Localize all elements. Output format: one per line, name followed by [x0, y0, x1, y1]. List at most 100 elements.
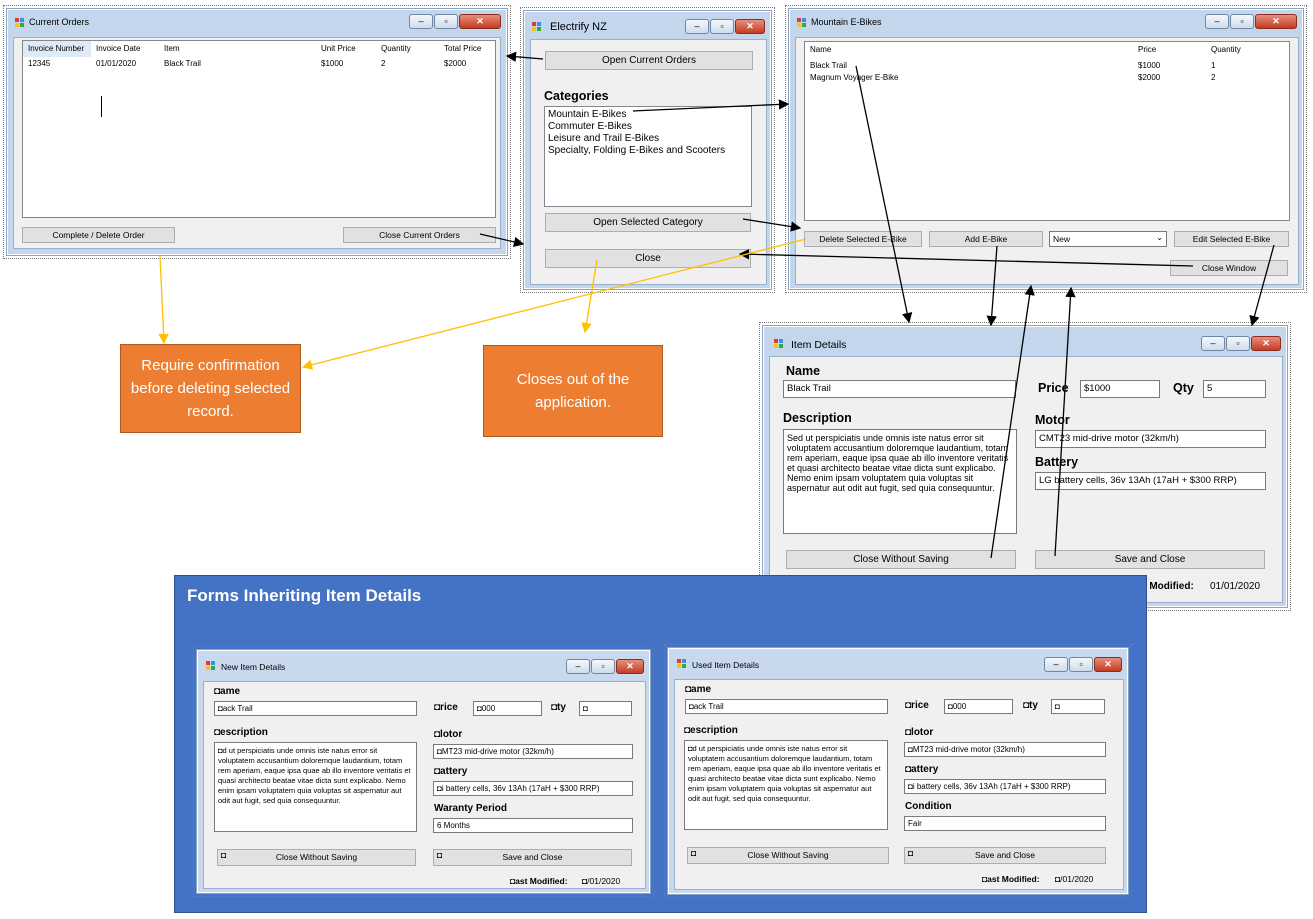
- maximize-button[interactable]: ▫: [591, 659, 615, 674]
- complete-delete-order-button[interactable]: Complete / Delete Order: [22, 227, 175, 243]
- close-window-button[interactable]: ✕: [1094, 657, 1122, 672]
- close-without-saving-button[interactable]: Close Without Saving: [786, 550, 1016, 569]
- close-without-saving-button[interactable]: ◘Close Without Saving: [687, 847, 889, 864]
- close-window-button[interactable]: ✕: [1251, 336, 1281, 351]
- app-icon: [774, 339, 784, 349]
- minimize-button[interactable]: –: [685, 19, 709, 34]
- motor-field[interactable]: ◘MT23 mid-drive motor (32km/h): [433, 744, 633, 759]
- column-header[interactable]: Quantity: [1211, 45, 1241, 54]
- motor-field[interactable]: CMT23 mid-drive motor (32km/h): [1035, 430, 1266, 448]
- minimize-button[interactable]: –: [1205, 14, 1229, 29]
- open-selected-category-button[interactable]: Open Selected Category: [545, 213, 751, 232]
- table-cell[interactable]: $2000: [1138, 73, 1161, 82]
- price-field[interactable]: ◘000: [473, 701, 542, 716]
- last-modified-label: Last Modified:: [1126, 581, 1194, 592]
- close-window-button[interactable]: ✕: [459, 14, 501, 29]
- orders-grid[interactable]: Invoice Number Invoice Date Item Unit Pr…: [22, 40, 496, 218]
- table-cell[interactable]: Black Trail: [810, 61, 847, 70]
- battery-field[interactable]: LG battery cells, 36v 13Ah (17aH + $300 …: [1035, 472, 1266, 490]
- qty-field[interactable]: ◘: [1051, 699, 1105, 714]
- list-item[interactable]: Mountain E-Bikes: [548, 109, 627, 120]
- table-cell[interactable]: 1: [1211, 61, 1216, 70]
- motor-field[interactable]: ◘MT23 mid-drive motor (32km/h): [904, 742, 1106, 757]
- table-cell[interactable]: Black Trail: [164, 59, 201, 68]
- column-header[interactable]: Invoice Date: [96, 44, 141, 53]
- edit-selected-ebike-button[interactable]: Edit Selected E-Bike: [1174, 231, 1289, 247]
- close-window-button[interactable]: ✕: [735, 19, 765, 34]
- minimize-button[interactable]: –: [566, 659, 590, 674]
- price-field[interactable]: $1000: [1080, 380, 1160, 398]
- last-modified-label: ◘ast Modified:: [510, 876, 568, 886]
- window-title: Used Item Details: [692, 660, 760, 670]
- app-icon: [797, 18, 807, 28]
- maximize-button[interactable]: ▫: [1226, 336, 1250, 351]
- name-field[interactable]: Black Trail: [783, 380, 1016, 398]
- table-cell[interactable]: $1000: [1138, 61, 1161, 70]
- close-app-callout: Closes out of the application.: [483, 345, 663, 437]
- close-window-button[interactable]: ✕: [616, 659, 644, 674]
- categories-heading: Categories: [544, 89, 609, 103]
- table-cell[interactable]: 01/01/2020: [96, 59, 137, 68]
- column-header[interactable]: Price: [1138, 45, 1157, 54]
- table-cell[interactable]: 2: [1211, 73, 1216, 82]
- name-label: ◘ame: [685, 684, 712, 695]
- minimize-button[interactable]: –: [1201, 336, 1225, 351]
- name-field[interactable]: ◘ack Trail: [214, 701, 417, 716]
- condition-field[interactable]: Fair: [904, 816, 1106, 831]
- save-and-close-button[interactable]: Save and Close: [1035, 550, 1265, 569]
- title-bar: New Item Details – ▫ ✕: [197, 650, 650, 678]
- btn-icon: ◘: [908, 848, 914, 858]
- qty-field[interactable]: 5: [1203, 380, 1266, 398]
- description-field[interactable]: Sed ut perspiciatis unde omnis iste natu…: [783, 429, 1017, 534]
- battery-field[interactable]: ◘i battery cells, 36v 13Ah (17aH + $300 …: [904, 779, 1106, 794]
- table-cell[interactable]: $1000: [321, 59, 344, 68]
- close-app-button[interactable]: Close: [545, 249, 751, 268]
- minimize-button[interactable]: –: [1044, 657, 1068, 672]
- maximize-icon: ▫: [444, 16, 448, 26]
- condition-dropdown[interactable]: New ⌄: [1049, 231, 1167, 247]
- window-client: Invoice Number Invoice Date Item Unit Pr…: [13, 37, 501, 249]
- price-field[interactable]: ◘000: [944, 699, 1013, 714]
- maximize-button[interactable]: ▫: [710, 19, 734, 34]
- close-without-saving-button[interactable]: ◘Close Without Saving: [217, 849, 416, 866]
- close-current-orders-button[interactable]: Close Current Orders: [343, 227, 496, 243]
- column-header[interactable]: Name: [810, 45, 832, 54]
- app-icon: [15, 18, 25, 28]
- table-cell[interactable]: $2000: [444, 59, 467, 68]
- list-item[interactable]: Specialty, Folding E-Bikes and Scooters: [548, 145, 726, 156]
- qty-field[interactable]: ◘: [579, 701, 632, 716]
- name-field[interactable]: ◘ack Trail: [685, 699, 888, 714]
- open-current-orders-button[interactable]: Open Current Orders: [545, 51, 753, 70]
- column-header[interactable]: Item: [164, 44, 180, 53]
- description-field[interactable]: ◘d ut perspiciatis unde omnis iste natus…: [684, 740, 888, 830]
- close-window-button[interactable]: ✕: [1255, 14, 1297, 29]
- table-cell[interactable]: 2: [381, 59, 386, 68]
- save-and-close-button[interactable]: ◘Save and Close: [904, 847, 1106, 864]
- maximize-button[interactable]: ▫: [434, 14, 458, 29]
- table-cell[interactable]: 12345: [28, 59, 51, 68]
- maximize-button[interactable]: ▫: [1230, 14, 1254, 29]
- column-header[interactable]: Unit Price: [321, 44, 356, 53]
- add-ebike-button[interactable]: Add E-Bike: [929, 231, 1043, 247]
- save-and-close-button[interactable]: ◘Save and Close: [433, 849, 632, 866]
- column-header[interactable]: Invoice Number: [23, 41, 91, 57]
- list-item[interactable]: Leisure and Trail E-Bikes: [548, 133, 660, 144]
- delete-selected-ebike-button[interactable]: Delete Selected E-Bike: [804, 231, 922, 247]
- warranty-field[interactable]: 6 Months: [433, 818, 633, 833]
- categories-list[interactable]: Mountain E-Bikes Commuter E-Bikes Leisur…: [544, 106, 752, 207]
- maximize-button[interactable]: ▫: [1069, 657, 1093, 672]
- column-header[interactable]: Quantity: [381, 44, 411, 53]
- table-cell[interactable]: Magnum Voyager E-Bike: [810, 73, 899, 82]
- column-header[interactable]: Total Price: [444, 44, 482, 53]
- description-label: ◘escription: [684, 725, 738, 736]
- close-icon: ✕: [626, 661, 634, 671]
- dropdown-value: New: [1053, 234, 1071, 244]
- chevron-down-icon: ⌄: [1156, 233, 1163, 242]
- description-field[interactable]: ◘d ut perspiciatis unde omnis iste natus…: [214, 742, 417, 832]
- ebikes-grid[interactable]: Name Price Quantity Black Trail $1000 1 …: [804, 41, 1290, 221]
- battery-field[interactable]: ◘i battery cells, 36v 13Ah (17aH + $300 …: [433, 781, 633, 796]
- list-item[interactable]: Commuter E-Bikes: [548, 121, 632, 132]
- minimize-button[interactable]: –: [409, 14, 433, 29]
- close-window-button[interactable]: Close Window: [1170, 260, 1288, 276]
- motor-label: ◘lotor: [905, 727, 934, 738]
